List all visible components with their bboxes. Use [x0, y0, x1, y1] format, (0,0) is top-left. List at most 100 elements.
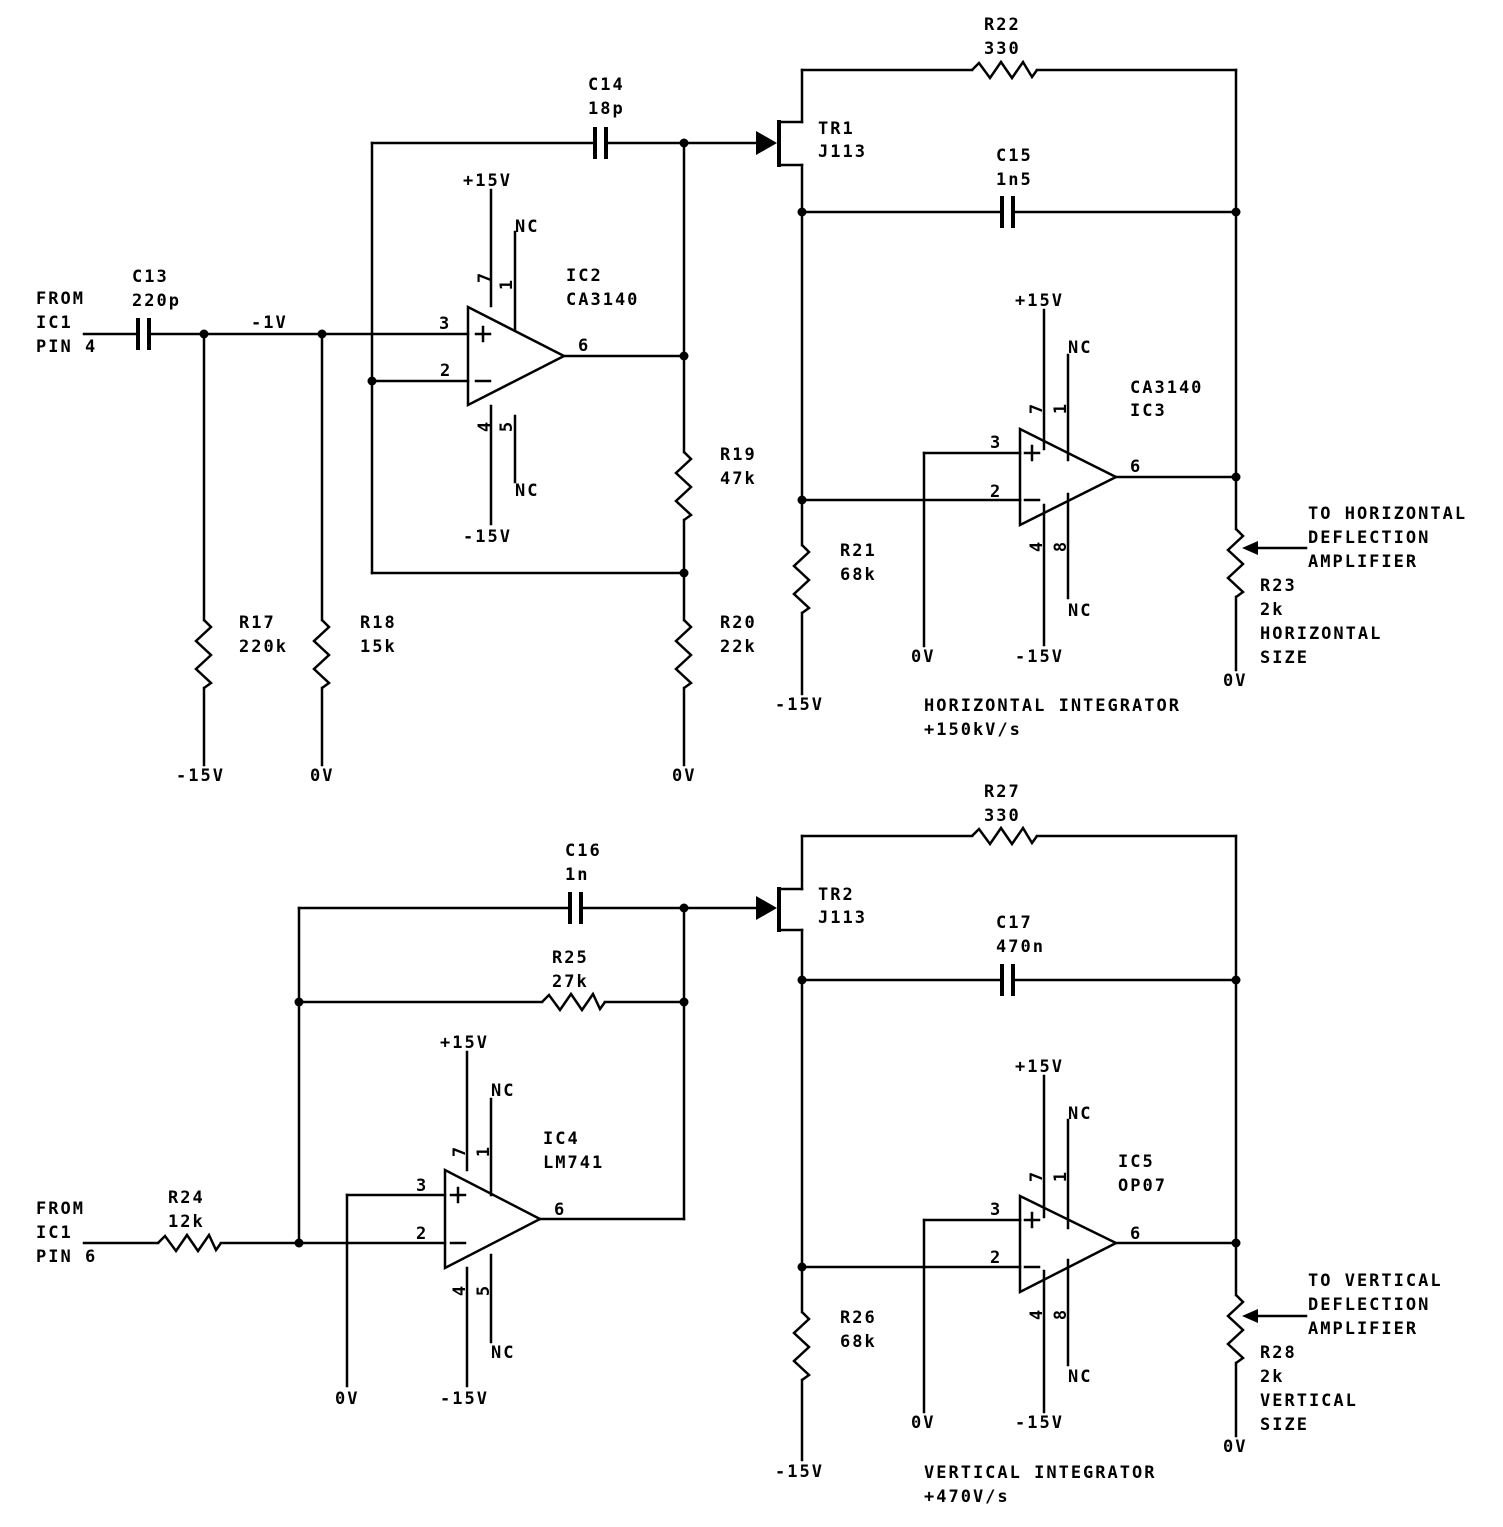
- ic4-nc-top-label: NC: [491, 1081, 515, 1101]
- input-label-line-3: PIN 6: [36, 1247, 97, 1267]
- r20-zero-rail-label: 0V: [672, 766, 696, 786]
- ic2-pin-2-label: 2: [440, 361, 452, 381]
- c16-ref-label: C16: [565, 841, 602, 861]
- ic5-pin-7-label: 7: [1027, 1170, 1047, 1182]
- ic2-pin-4-label: 4: [475, 420, 495, 432]
- ic4-pos-rail-label: +15V: [440, 1033, 489, 1053]
- junction-dot: [1231, 975, 1241, 985]
- ic5-nc-top-label: NC: [1068, 1104, 1092, 1124]
- ic3-pin-7-label: 7: [1027, 402, 1047, 414]
- vertical-output-line-2: DEFLECTION: [1308, 1295, 1430, 1315]
- r23-ref-label: R23: [1260, 576, 1297, 596]
- junction-dot: [797, 495, 807, 505]
- wires-horizontal-stage: [82, 68, 1238, 767]
- r18-ref-label: R18: [360, 613, 397, 633]
- horizontal-output-line-1: TO HORIZONTAL: [1308, 504, 1467, 524]
- r17-neg-rail-label: -15V: [176, 766, 225, 786]
- ic4-pin-2-label: 2: [416, 1224, 428, 1244]
- input-label-line-2: IC1: [36, 313, 73, 333]
- r23-function-line-2: SIZE: [1260, 648, 1309, 668]
- r26-value-label: 68k: [840, 1332, 877, 1352]
- r27-resistor-symbol: [971, 825, 1039, 847]
- ic2-pin-5-label: 5: [497, 420, 517, 432]
- r21-ref-label: R21: [840, 541, 877, 561]
- r19-resistor-symbol: [674, 451, 693, 522]
- tr2-value-label: J113: [818, 908, 867, 928]
- r18-zero-rail-label: 0V: [310, 766, 334, 786]
- horizontal-output-line-3: AMPLIFIER: [1308, 552, 1418, 572]
- r23-function-line-1: HORIZONTAL: [1260, 624, 1382, 644]
- r28-function-line-1: VERTICAL: [1260, 1391, 1358, 1411]
- ic3-zero-rail-label: 0V: [911, 647, 935, 667]
- junction-dots: [199, 138, 1241, 1272]
- r20-resistor-symbol: [674, 619, 693, 690]
- c13-ref-label: C13: [132, 267, 169, 287]
- r25-ref-label: R25: [552, 948, 589, 968]
- ic4-pin-6-label: 6: [554, 1200, 566, 1220]
- ic3-value-label: CA3140: [1130, 378, 1203, 398]
- tr1-jfet-symbol: [756, 120, 804, 167]
- ic2-pin-3-label: 3: [439, 314, 451, 334]
- ic4-ref-label: IC4: [543, 1129, 580, 1149]
- ic3-pin-8-label: 8: [1051, 540, 1071, 552]
- r21-value-label: 68k: [840, 565, 877, 585]
- horizontal-output-line-2: DEFLECTION: [1308, 528, 1430, 548]
- r27-ref-label: R27: [984, 782, 1021, 802]
- r22-ref-label: R22: [984, 15, 1021, 35]
- r24-resistor-symbol: [157, 1232, 223, 1254]
- r26-resistor-symbol: [792, 1311, 811, 1382]
- ic2-nc-bottom-label: NC: [515, 481, 539, 501]
- vertical-caption-title: VERTICAL INTEGRATOR: [924, 1463, 1156, 1483]
- r28-zero-rail-label: 0V: [1223, 1437, 1247, 1457]
- tr1-ref-label: TR1: [818, 119, 855, 139]
- junction-dot: [797, 1262, 807, 1272]
- ic4-nc-bottom-label: NC: [491, 1343, 515, 1363]
- c16-capacitor-symbol: [568, 892, 583, 924]
- ic3-nc-bottom-label: NC: [1068, 601, 1092, 621]
- ic5-pin-3-label: 3: [990, 1200, 1002, 1220]
- ic5-neg-rail-label: -15V: [1015, 1413, 1064, 1433]
- junction-dot: [1231, 472, 1241, 482]
- ic4-pin-4-label: 4: [450, 1284, 470, 1296]
- c15-ref-label: C15: [996, 146, 1033, 166]
- ic4-pin-5-label: 5: [474, 1284, 494, 1296]
- r28-potentiometer-symbol: [1226, 1294, 1308, 1365]
- r17-ref-label: R17: [239, 613, 276, 633]
- ic5-pin-4-label: 4: [1027, 1308, 1047, 1320]
- c17-value-label: 470n: [996, 937, 1045, 957]
- ic5-pin-6-label: 6: [1130, 1224, 1142, 1244]
- junction-dot: [679, 997, 689, 1007]
- r19-value-label: 47k: [720, 469, 757, 489]
- c17-capacitor-symbol: [1000, 964, 1015, 996]
- ic4-pin-1-label: 1: [474, 1145, 494, 1157]
- r19-ref-label: R19: [720, 445, 757, 465]
- ic5-zero-rail-label: 0V: [911, 1413, 935, 1433]
- ic5-pos-rail-label: +15V: [1015, 1057, 1064, 1077]
- input-label-line-1: FROM: [36, 1199, 85, 1219]
- ic2-pin-6-label: 6: [578, 336, 590, 356]
- r17-resistor-symbol: [194, 619, 213, 690]
- junction-dot: [1231, 207, 1241, 217]
- input-label-line-3: PIN 4: [36, 337, 97, 357]
- tr2-ref-label: TR2: [818, 885, 855, 905]
- r21-resistor-symbol: [792, 544, 811, 615]
- r25-value-label: 27k: [552, 972, 589, 992]
- ic2-value-label: CA3140: [566, 290, 639, 310]
- junction-dot: [679, 568, 689, 578]
- ic4-pin-3-label: 3: [416, 1176, 428, 1196]
- vertical-output-line-1: TO VERTICAL: [1308, 1271, 1443, 1291]
- ic3-opamp-symbol: [1018, 426, 1119, 528]
- r24-value-label: 12k: [168, 1212, 205, 1232]
- ic4-neg-rail-label: -15V: [440, 1389, 489, 1409]
- ic3-pin-6-label: 6: [1130, 457, 1142, 477]
- c16-value-label: 1n: [565, 865, 589, 885]
- junction-dot: [317, 329, 327, 339]
- ic3-pin-3-label: 3: [990, 433, 1002, 453]
- junction-dot: [1231, 1238, 1241, 1248]
- bias-voltage-label: -1V: [251, 313, 288, 333]
- r28-value-label: 2k: [1260, 1367, 1284, 1387]
- r17-value-label: 220k: [239, 637, 288, 657]
- r18-value-label: 15k: [360, 637, 397, 657]
- r27-value-label: 330: [984, 806, 1021, 826]
